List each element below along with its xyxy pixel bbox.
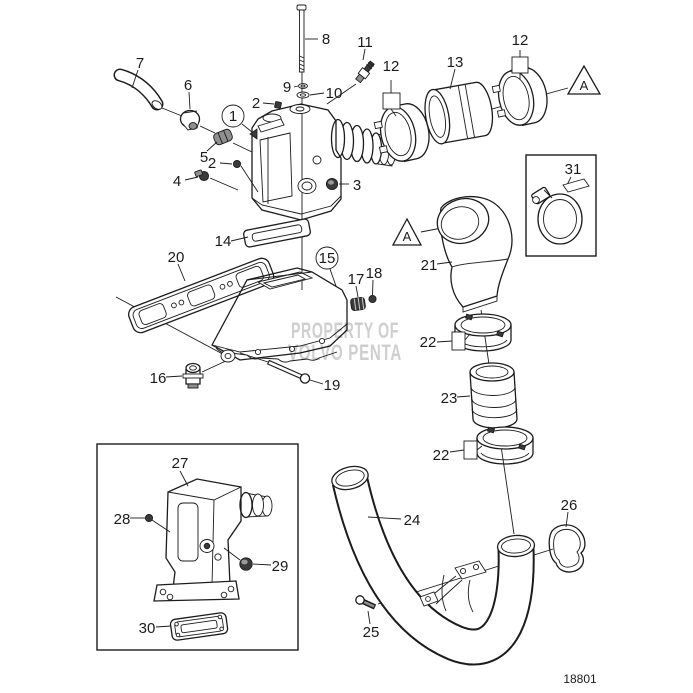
callout-20: 20: [168, 249, 185, 266]
callout-30: 30: [139, 620, 156, 637]
part-30-gasket: [169, 612, 229, 641]
callout-22a: 22: [420, 334, 437, 351]
part-22-lower-tag-box: [463, 440, 478, 460]
part-13-sleeve: [424, 81, 494, 145]
callout-leader-lines: [130, 38, 569, 628]
callout-15-circle: [315, 246, 339, 270]
view-marker-a-mid-label: A: [403, 229, 412, 244]
part-3-plug: [325, 177, 339, 191]
callout-6: 6: [184, 77, 192, 94]
view-marker-a-top-label: A: [580, 78, 589, 93]
part-26-gasket: [548, 524, 586, 573]
callout-1-circle: [221, 104, 245, 128]
part-7-hose: [113, 68, 164, 111]
callout-15: 15: [319, 250, 336, 267]
view-marker-a-mid: A: [391, 217, 423, 246]
callout-11: 11: [357, 34, 373, 51]
watermark-line1: PROPERTY OF: [291, 318, 399, 343]
part-20-gasket: [128, 257, 275, 334]
part-6-fitting: [179, 109, 201, 131]
callout-19: 19: [324, 377, 341, 394]
part-29-plug: [223, 547, 253, 571]
callout-4: 4: [173, 173, 181, 190]
part-31-hose-clamp: [531, 178, 590, 245]
part-10-washer: [296, 91, 310, 99]
part-21-elbow: [436, 195, 513, 313]
drawing-number: 18801: [563, 672, 597, 686]
callout-7: 7: [136, 55, 144, 72]
callout-12a: 12: [383, 58, 400, 75]
callout-26: 26: [561, 497, 578, 514]
part-2-plug-upper: [274, 101, 282, 109]
callout-2b: 2: [208, 155, 216, 172]
part-27-riser: [153, 478, 273, 602]
part-31-inset: [525, 154, 597, 257]
part-2-plug-lower: [232, 159, 242, 169]
callout-24: 24: [404, 512, 421, 529]
part-5-sleeve: [213, 128, 233, 146]
callout-29: 29: [272, 558, 289, 575]
part-19-bolt: [266, 359, 311, 384]
callout-17: 17: [348, 271, 365, 288]
callout-14: 14: [215, 233, 232, 250]
part-11-sensor: [355, 60, 375, 84]
callout-25: 25: [363, 624, 380, 641]
pipe-mounting-bracket: [419, 560, 487, 613]
callout-22b: 22: [433, 447, 450, 464]
callout-labels: 7 6 1 5 2 2 4 8 9 10 11 12 13 12 31 3 14…: [114, 31, 582, 641]
callout-16: 16: [150, 370, 167, 387]
part-12-right-tag-box: [511, 56, 529, 74]
part-1-housing: [249, 103, 396, 221]
callout-2a: 2: [252, 95, 260, 112]
view-marker-a-top: A: [566, 64, 602, 95]
part-4-fitting: [194, 169, 210, 182]
part-14-gasket: [243, 218, 311, 248]
watermark: PROPERTY OF VOLVO PENTA: [288, 318, 402, 365]
part-16-fitting: [182, 362, 204, 389]
callout-8: 8: [322, 31, 330, 48]
part-9-washer: [298, 83, 308, 89]
part-22-upper-tag-box: [451, 331, 466, 351]
callout-31: 31: [565, 161, 582, 178]
part-8-stud: [296, 4, 307, 73]
part-12-clamp-left: [373, 103, 430, 163]
callout-28: 28: [114, 511, 131, 528]
inset-box-riser: [96, 443, 299, 651]
callout-3: 3: [353, 177, 361, 194]
callout-12b: 12: [512, 32, 529, 49]
part-12-clamp-right: [491, 67, 548, 127]
callout-27: 27: [172, 455, 189, 472]
part-22-clamp-lower: [476, 426, 534, 465]
callout-5: 5: [200, 149, 208, 166]
callout-18: 18: [366, 265, 383, 282]
callout-1: 1: [229, 108, 237, 125]
callout-9: 9: [283, 79, 291, 96]
callout-13: 13: [447, 54, 464, 71]
part-12-left-tag-box: [382, 92, 401, 110]
part-18-nut: [368, 294, 377, 304]
part-28-plug: [144, 513, 171, 533]
callout-21: 21: [421, 257, 438, 274]
callout-23: 23: [441, 390, 458, 407]
part-25-bolt: [355, 595, 377, 610]
watermark-line2: VOLVO PENTA: [288, 340, 402, 365]
part-17-plug: [350, 297, 366, 311]
part-15-manifold: [211, 267, 348, 363]
part-23-sleeve: [469, 362, 518, 429]
part-24-pipe: [331, 465, 536, 666]
part-22-clamp-upper: [454, 313, 512, 352]
callout-10: 10: [326, 85, 343, 102]
